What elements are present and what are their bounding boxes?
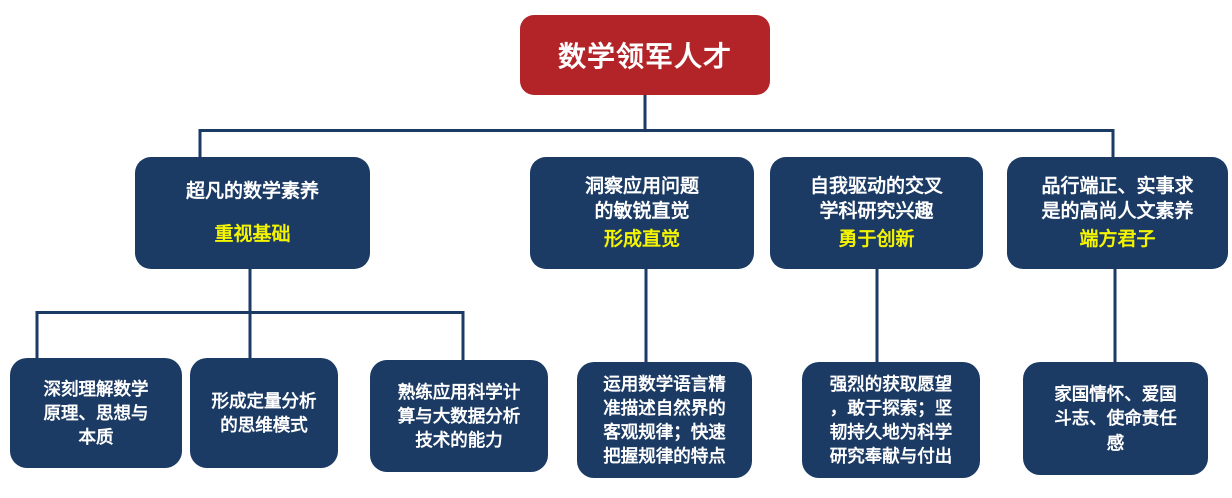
level2-node-title: 品行端正、实事求 是的高尚人文素养 bbox=[1041, 175, 1194, 222]
level3-node-math-language: 运用数学语言精 准描述自然界的 客观规律；快速 把握规律的特点 bbox=[577, 362, 752, 478]
level3-node-text: 形成定量分析 的思维模式 bbox=[211, 390, 317, 435]
level3-node-text: 家国情怀、爱国 斗志、使命责任 感 bbox=[1054, 384, 1177, 453]
level2-node-tagline: 勇于创新 bbox=[838, 229, 915, 251]
level3-node-perseverance: 强烈的获取愿望 ，敢于探索；坚 韧持久地为科学 研究奉献与付出 bbox=[802, 362, 980, 478]
level3-node-principles: 深刻理解数学 原理、思想与 本质 bbox=[10, 358, 182, 468]
level2-node-title: 超凡的数学素养 bbox=[185, 181, 319, 203]
level3-node-text: 强烈的获取愿望 ，敢于探索；坚 韧持久地为科学 研究奉献与付出 bbox=[829, 373, 953, 467]
level3-node-quantitative-thinking: 形成定量分析 的思维模式 bbox=[190, 358, 338, 468]
level3-node-text: 深刻理解数学 原理、思想与 本质 bbox=[43, 378, 149, 448]
level2-node-tagline: 形成直觉 bbox=[603, 229, 680, 251]
level2-node-title: 自我驱动的交叉 学科研究兴趣 bbox=[809, 175, 943, 222]
level2-node-intuition: 洞察应用问题 的敏锐直觉 形成直觉 bbox=[530, 157, 754, 269]
level2-node-character: 品行端正、实事求 是的高尚人文素养 端方君子 bbox=[1007, 157, 1228, 269]
level2-node-tagline: 端方君子 bbox=[1079, 229, 1156, 251]
level2-node-math-literacy: 超凡的数学素养 重视基础 bbox=[135, 157, 370, 269]
level3-node-text: 运用数学语言精 准描述自然界的 客观规律；快速 把握规律的特点 bbox=[603, 373, 726, 467]
root-node-math-leader: 数学领军人才 bbox=[520, 15, 770, 95]
root-node-label: 数学领军人才 bbox=[557, 41, 732, 72]
level2-node-tagline: 重视基础 bbox=[214, 223, 291, 245]
level2-node-title: 洞察应用问题 的敏锐直觉 bbox=[584, 175, 699, 222]
level2-node-interdisciplinary: 自我驱动的交叉 学科研究兴趣 勇于创新 bbox=[770, 157, 983, 269]
level3-node-text: 熟练应用科学计 算与大数据分析 技术的能力 bbox=[397, 381, 521, 451]
level3-node-patriotism: 家国情怀、爱国 斗志、使命责任 感 bbox=[1023, 362, 1208, 475]
level3-node-computing-bigdata: 熟练应用科学计 算与大数据分析 技术的能力 bbox=[370, 360, 548, 472]
